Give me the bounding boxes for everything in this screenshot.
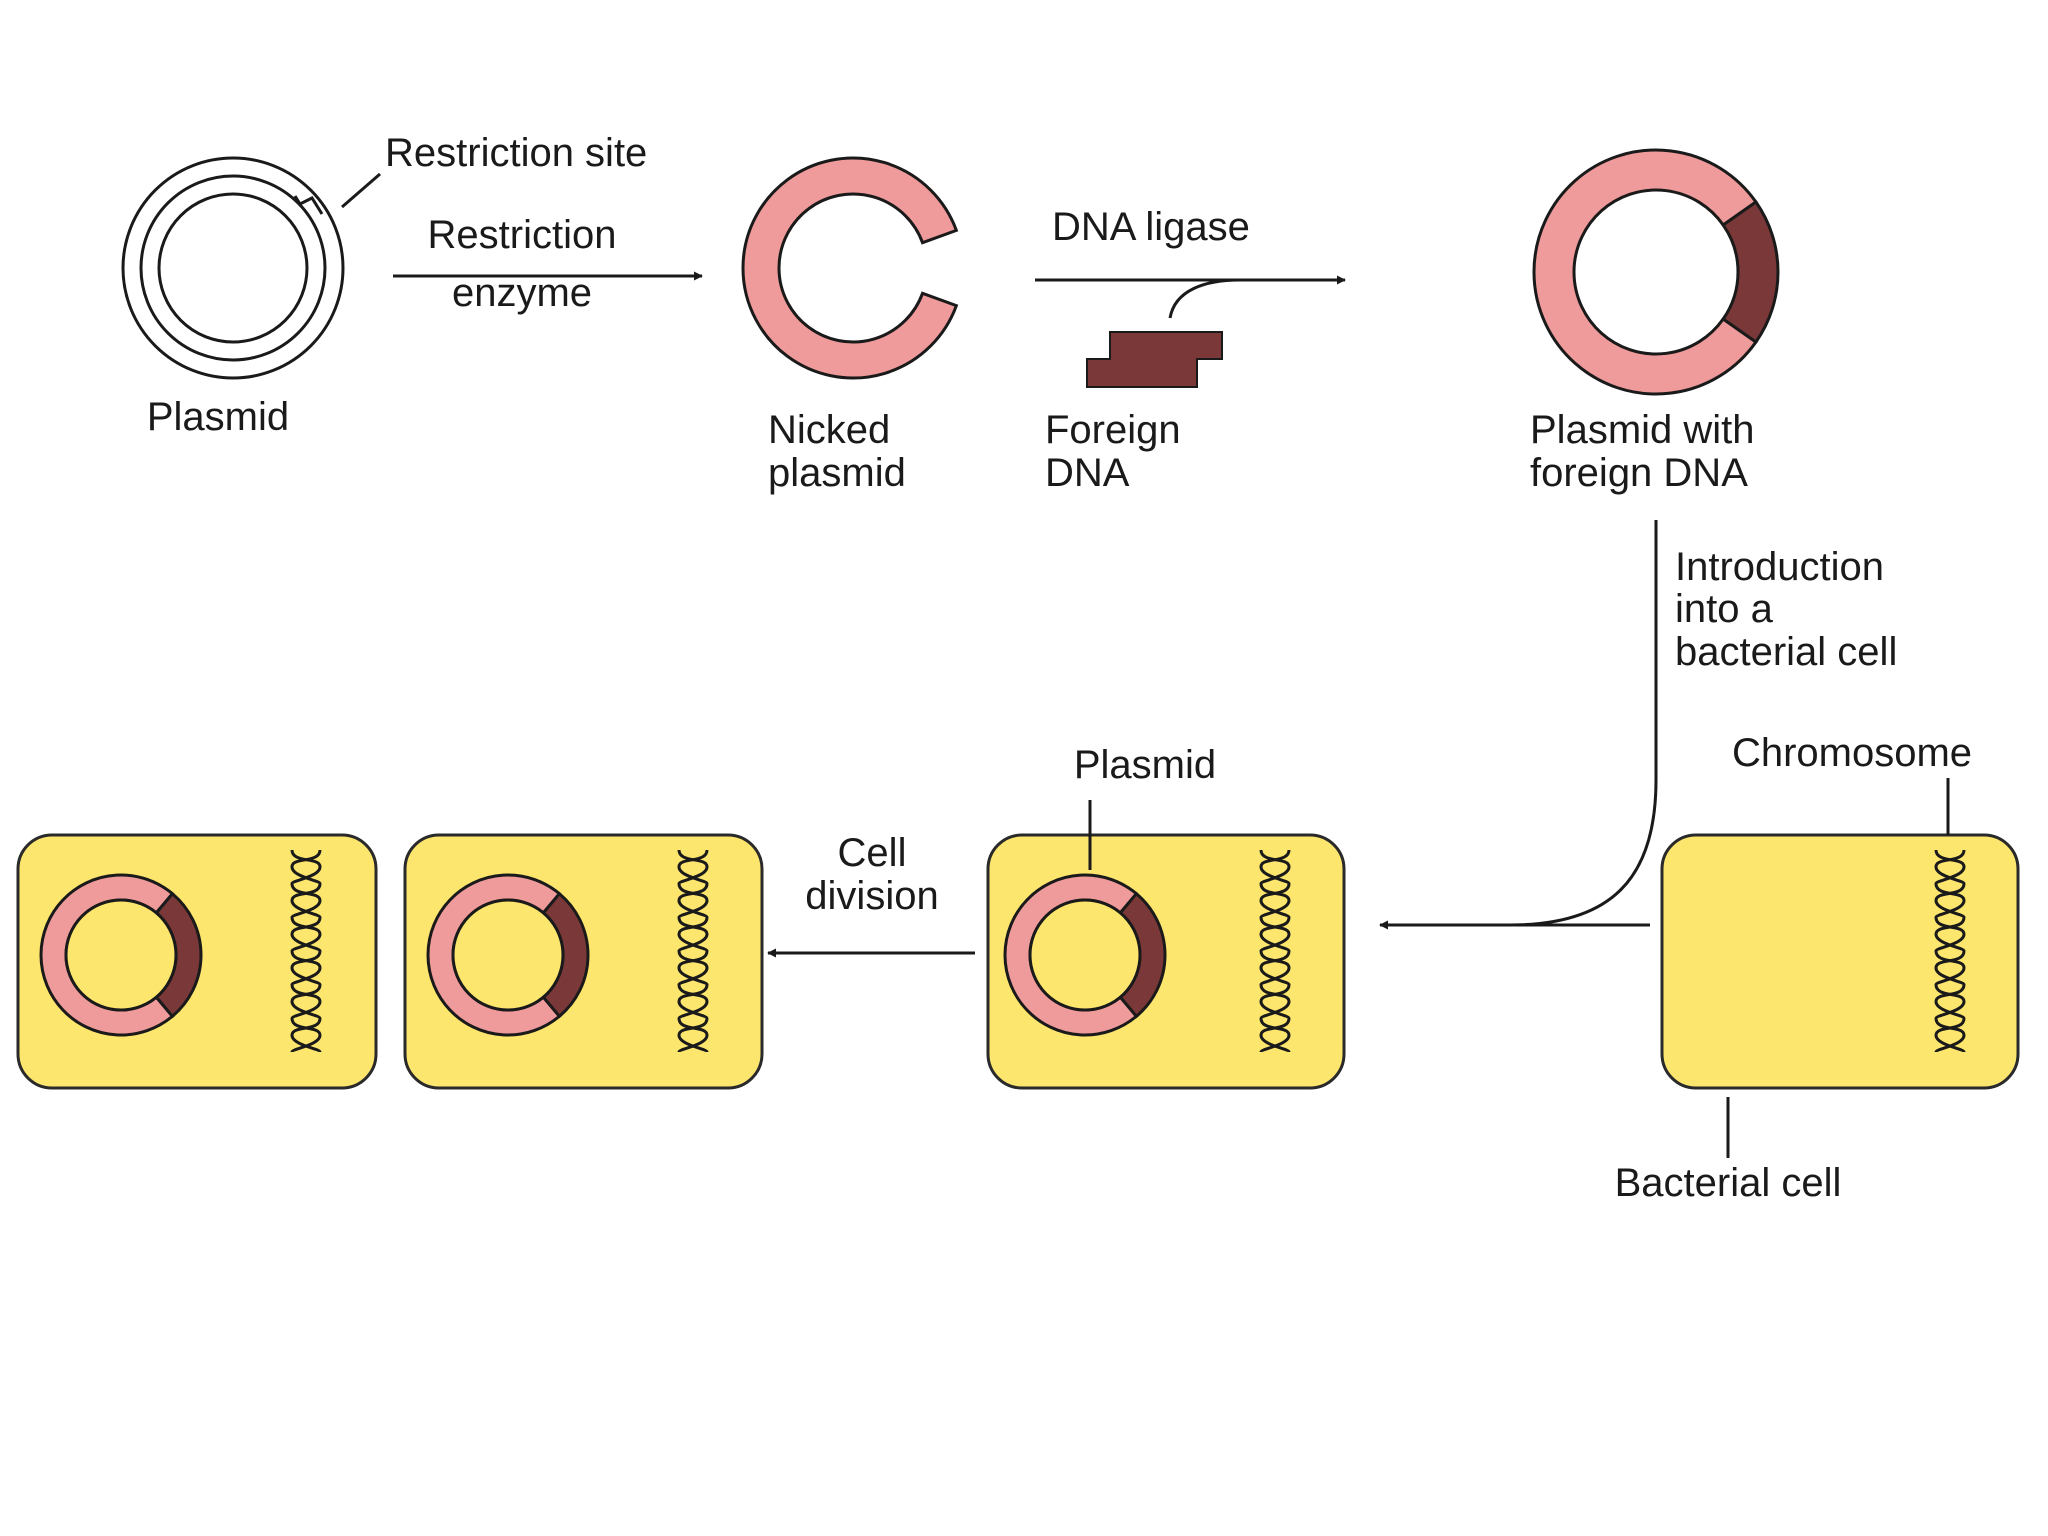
chromosome-strand	[290, 849, 322, 1054]
plasmid-ring	[139, 174, 327, 362]
plasmid-inner-edge	[157, 192, 309, 344]
bacterial-cell-label: Bacterial cell	[1615, 1161, 1842, 1205]
restriction-enzyme-label-1: Restriction	[428, 213, 617, 257]
restriction-enzyme-label-2: enzyme	[452, 271, 592, 315]
foreign-dna-joining-curve	[1168, 278, 1241, 319]
chromosome-helix	[1259, 849, 1291, 1054]
plasmid-segment	[1532, 148, 1759, 396]
chromosome-strand	[677, 849, 709, 1054]
chromosome-strand	[290, 849, 322, 1054]
recombinant-plasmid-label-1: Plasmid with	[1530, 408, 1755, 452]
introduction-label-1: Introduction	[1675, 545, 1884, 589]
restriction-site-label: Restriction site	[385, 131, 647, 175]
cell-division-label-1: Cell	[838, 831, 907, 875]
cell-plasmid	[426, 873, 590, 1037]
foreign-dna-segment	[1721, 199, 1780, 345]
introduction-arrow	[1379, 520, 1658, 930]
foreign-dna-label-1: Foreign	[1045, 408, 1181, 452]
cell-division-label-2: division	[805, 874, 938, 918]
plasmid-label: Plasmid	[147, 395, 289, 439]
plasmid-lumen	[451, 898, 565, 1012]
nicked-plasmid-body	[741, 156, 959, 380]
nicked-plasmid	[741, 156, 959, 380]
introduction-label-3: bacterial cell	[1675, 630, 1897, 674]
restriction-site-leader	[341, 172, 381, 209]
foreign-dna-fragment	[1086, 331, 1223, 388]
nicked-plasmid-label-2: plasmid	[768, 451, 906, 495]
foreign-dna-label-2: DNA	[1045, 451, 1130, 495]
chromosome-strand	[1259, 849, 1291, 1054]
plasmid-lumen	[64, 898, 178, 1012]
recombinant-plasmid-label-2: foreign DNA	[1530, 451, 1748, 495]
plasmid-outer-edge	[121, 156, 345, 380]
introduction-label-2: into a	[1675, 587, 1774, 631]
chromosome-label: Chromosome	[1732, 731, 1972, 775]
recombinant-plasmid	[1532, 148, 1780, 396]
cell-plasmid	[39, 873, 203, 1037]
plasmid-cell-label: Plasmid	[1074, 743, 1216, 787]
chromosome-strand	[1259, 849, 1291, 1054]
chromosome-strand	[1934, 849, 1966, 1054]
dna-ligase-label: DNA ligase	[1052, 205, 1250, 249]
chromosome-helix	[677, 849, 709, 1054]
restriction-site-notch	[293, 195, 324, 215]
bacterial-cell-empty	[1660, 833, 2020, 1090]
nicked-plasmid-label-1: Nicked	[768, 408, 890, 452]
chromosome-helix	[290, 849, 322, 1054]
chromosome-strand	[1934, 849, 1966, 1054]
chromosome-helix	[1934, 849, 1966, 1054]
cell-plasmid	[1003, 873, 1167, 1037]
plasmid-original	[121, 156, 345, 380]
chromosome-strand	[677, 849, 709, 1054]
plasmid-lumen	[1028, 898, 1142, 1012]
